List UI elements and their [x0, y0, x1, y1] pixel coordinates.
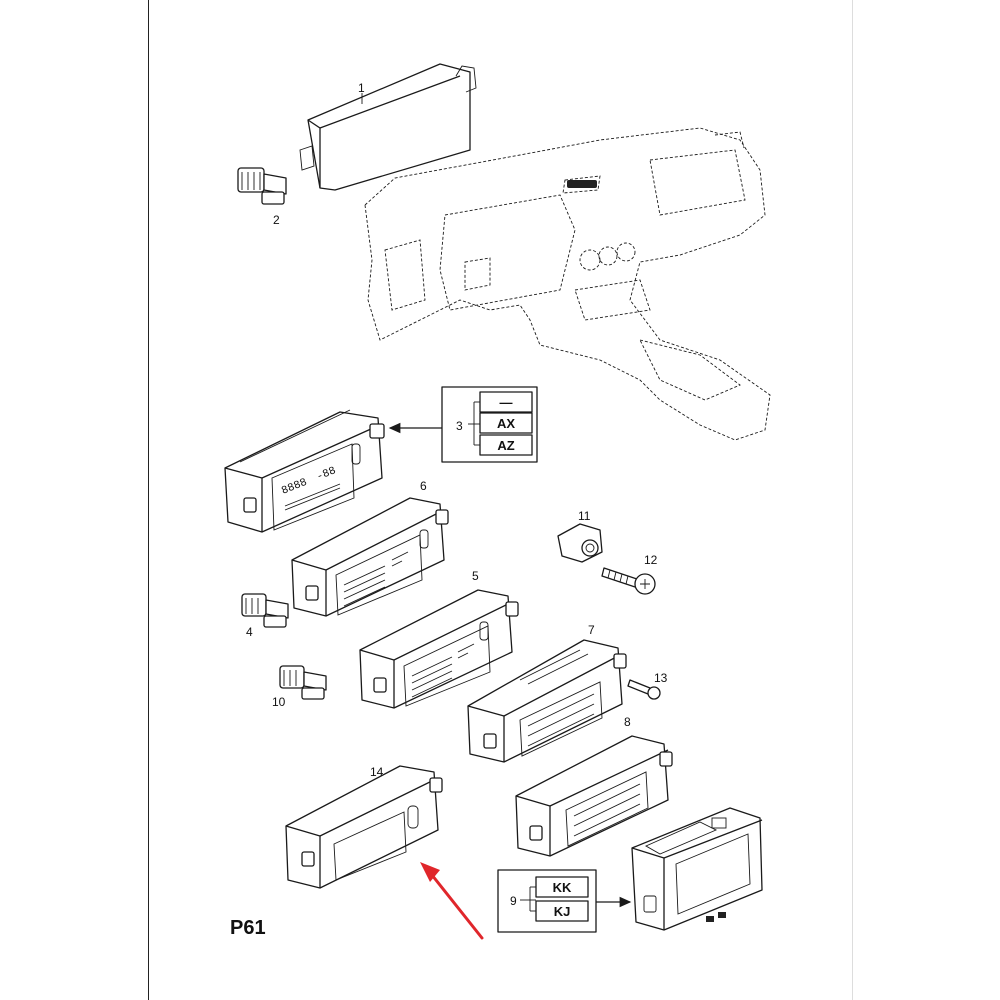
callout-2: 2: [273, 213, 280, 227]
callout-9: 9: [510, 894, 517, 908]
part-2-bulb: [237, 167, 287, 205]
callout-10: 10: [272, 695, 286, 709]
part-6-control-module: [291, 497, 449, 617]
callout-7: 7: [588, 623, 595, 637]
part-12-screw: [601, 567, 656, 595]
variant-9-row-2: KJ: [554, 904, 571, 919]
part-8-control-module: [515, 735, 673, 857]
dashboard-outline: [364, 127, 771, 441]
callout-14: 14: [370, 765, 384, 779]
callout-8: 8: [624, 715, 631, 729]
sheet-label: P61: [230, 917, 266, 939]
part-13-screw: [627, 679, 661, 700]
part-14-display-unit: [285, 765, 443, 889]
callout-5: 5: [472, 569, 479, 583]
variant-9-row-1: KK: [553, 880, 572, 895]
callout-1: 1: [358, 81, 365, 95]
callout-4: 4: [246, 625, 253, 639]
part-3-display-module: 8888 -88: [224, 409, 385, 533]
part-11-clip: [557, 523, 603, 563]
callout-6: 6: [420, 479, 427, 493]
callout-13: 13: [654, 671, 668, 685]
callout-11: 11: [578, 509, 591, 523]
variant-3-row-1: —: [500, 395, 513, 410]
variant-box-3: [388, 386, 538, 463]
part-4-bulb: [241, 593, 289, 628]
part-7-control-module: [467, 639, 627, 763]
part-1-display-cover: [299, 63, 477, 191]
red-pointer-arrow: [420, 862, 484, 940]
variant-box-9: [497, 869, 632, 933]
part-9-module: [631, 807, 763, 931]
part-5-control-module: [359, 589, 519, 709]
variant-3-row-3: AZ: [497, 438, 514, 453]
diagram-frame: [148, 0, 853, 1000]
callout-12: 12: [644, 553, 658, 567]
part-10-bulb: [279, 665, 327, 700]
variant-3-row-2: AX: [497, 416, 515, 431]
callout-3: 3: [456, 419, 463, 433]
